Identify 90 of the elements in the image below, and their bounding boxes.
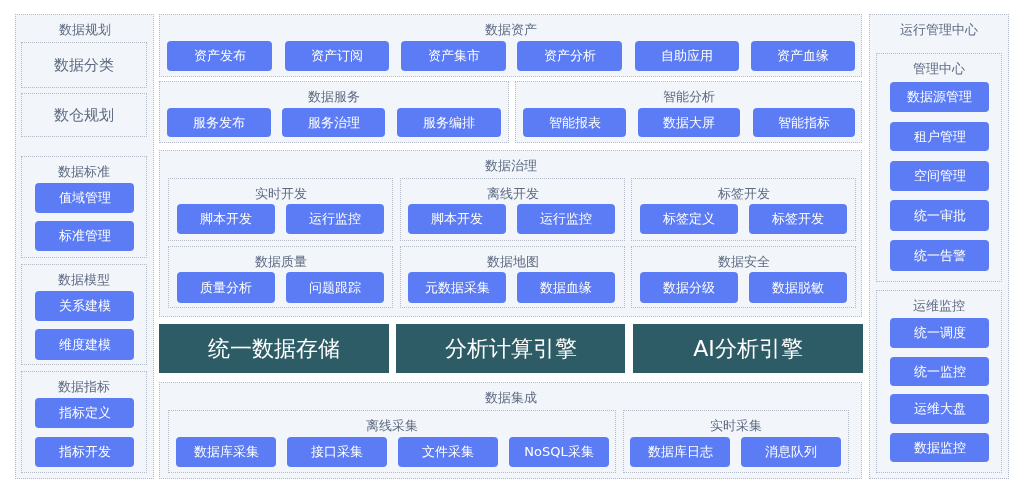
module-box: 运行监控 xyxy=(517,204,615,234)
panel-title: 实时开发 xyxy=(254,185,307,202)
module-box: 租户管理 xyxy=(890,122,989,151)
subgroup-panel xyxy=(876,290,1002,473)
group-panel xyxy=(15,14,154,479)
group-panel xyxy=(869,14,1009,479)
panel-title: 数据治理 xyxy=(484,157,537,174)
module-box: 服务编排 xyxy=(397,108,501,137)
panel-title: 数据标准 xyxy=(58,163,110,180)
module-box: 数据源管理 xyxy=(890,82,989,112)
panel-title: 数据规划 xyxy=(58,21,111,38)
module-box: 资产集市 xyxy=(401,41,506,71)
group-panel xyxy=(159,150,862,317)
module-box: 脚本开发 xyxy=(177,204,275,234)
panel-title: 标签开发 xyxy=(717,185,770,202)
module-box: 指标定义 xyxy=(35,398,134,428)
panel-title: 运维监控 xyxy=(913,297,965,314)
group-panel xyxy=(159,81,509,143)
subgroup-panel xyxy=(400,246,625,308)
module-box: 空间管理 xyxy=(890,161,989,191)
module-box: 资产订阅 xyxy=(285,41,389,71)
panel-title: 数据模型 xyxy=(58,271,110,288)
module-box: 资产血缘 xyxy=(751,41,855,71)
module-box: 数据大屏 xyxy=(638,108,740,137)
module-box: 接口采集 xyxy=(287,437,387,467)
module-box: 数据血缘 xyxy=(517,272,615,303)
module-box: 统一告警 xyxy=(890,240,989,271)
module-box: 消息队列 xyxy=(741,437,841,467)
subgroup-panel xyxy=(631,178,856,241)
subgroup-panel xyxy=(623,410,849,473)
category-box: 数据分类 xyxy=(21,42,147,88)
module-box: 统一监控 xyxy=(890,357,989,386)
module-box: NoSQL采集 xyxy=(509,437,609,467)
module-box: 数据监控 xyxy=(890,433,989,462)
module-box: 问题跟踪 xyxy=(286,272,384,303)
module-box: 标签定义 xyxy=(640,204,738,234)
module-box: 标签开发 xyxy=(749,204,847,234)
module-box: 数据库日志 xyxy=(630,437,730,467)
module-box: 自助应用 xyxy=(635,41,739,71)
module-box: 服务发布 xyxy=(167,108,271,137)
panel-title: 数据指标 xyxy=(58,378,110,395)
panel-title: 运行管理中心 xyxy=(900,21,978,38)
module-box: 智能报表 xyxy=(523,108,626,137)
module-box: 资产分析 xyxy=(517,41,622,71)
panel-title: 数据服务 xyxy=(308,88,360,105)
group-panel xyxy=(515,81,862,143)
subgroup-panel xyxy=(21,264,147,365)
engine-bar: 统一数据存储 xyxy=(159,324,389,373)
panel-title: 数据资产 xyxy=(484,21,537,38)
subgroup-panel xyxy=(21,371,147,473)
group-panel xyxy=(159,382,862,479)
engine-bar: AI分析引擎 xyxy=(633,324,863,373)
module-box: 质量分析 xyxy=(177,272,275,303)
subgroup-panel xyxy=(21,156,147,258)
module-box: 统一审批 xyxy=(890,200,989,231)
panel-title: 离线采集 xyxy=(366,417,418,434)
subgroup-panel xyxy=(168,178,393,241)
module-box: 值域管理 xyxy=(35,183,134,213)
subgroup-panel xyxy=(168,246,393,308)
module-box: 智能指标 xyxy=(753,108,855,137)
panel-title: 数据安全 xyxy=(717,253,770,270)
module-box: 脚本开发 xyxy=(408,204,506,234)
module-box: 统一调度 xyxy=(890,318,989,348)
module-box: 数据库采集 xyxy=(176,437,276,467)
panel-title: 管理中心 xyxy=(913,60,965,77)
panel-title: 离线开发 xyxy=(486,185,539,202)
panel-title: 数据集成 xyxy=(484,389,537,406)
panel-title: 数据质量 xyxy=(254,253,307,270)
module-box: 标准管理 xyxy=(35,221,134,251)
panel-title: 数据地图 xyxy=(486,253,539,270)
subgroup-panel xyxy=(631,246,856,308)
module-box: 关系建模 xyxy=(35,291,134,321)
module-box: 运维大盘 xyxy=(890,394,989,424)
module-box: 文件采集 xyxy=(398,437,498,467)
subgroup-panel xyxy=(168,410,616,473)
group-panel xyxy=(159,14,862,77)
module-box: 指标开发 xyxy=(35,437,134,467)
category-box: 数仓规划 xyxy=(21,93,147,137)
panel-title: 实时采集 xyxy=(710,417,762,434)
module-box: 数据分级 xyxy=(640,272,738,303)
engine-bar: 分析计算引擎 xyxy=(396,324,625,373)
panel-title: 智能分析 xyxy=(662,88,715,105)
module-box: 元数据采集 xyxy=(408,272,506,303)
module-box: 服务治理 xyxy=(282,108,385,137)
module-box: 运行监控 xyxy=(286,204,384,234)
subgroup-panel xyxy=(400,178,625,241)
module-box: 资产发布 xyxy=(167,41,272,71)
module-box: 维度建模 xyxy=(35,329,134,360)
module-box: 数据脱敏 xyxy=(749,272,847,303)
subgroup-panel xyxy=(876,53,1002,282)
